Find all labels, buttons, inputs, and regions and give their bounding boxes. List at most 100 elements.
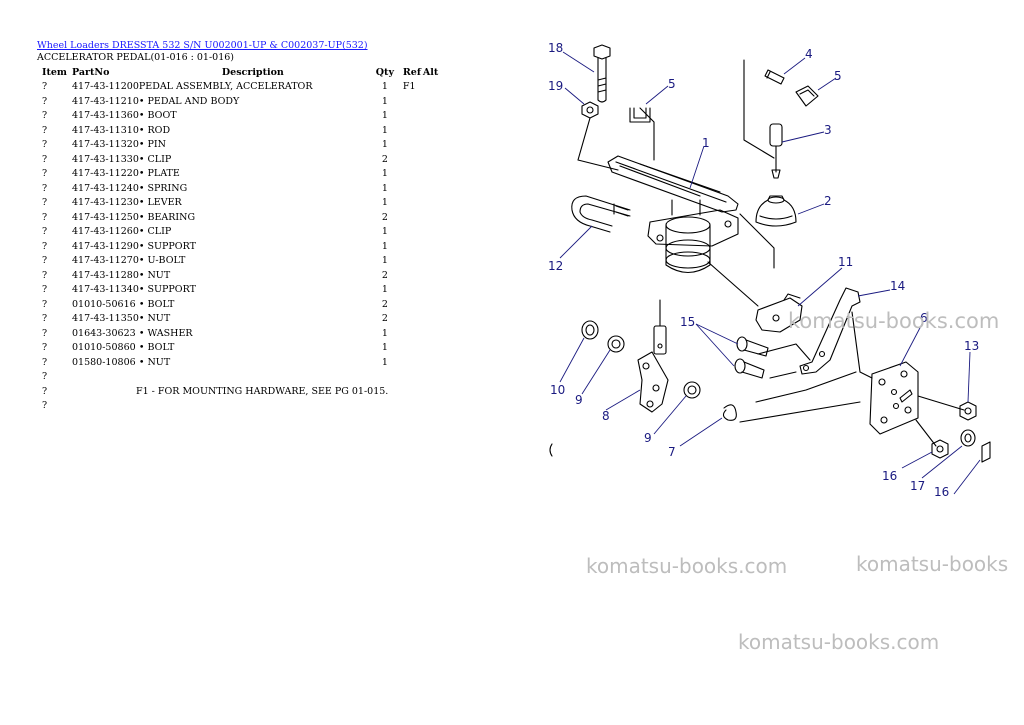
model-link[interactable]: Wheel Loaders DRESSTA 532 S/N U002001-UP… [37,40,368,51]
item-cell: ? [42,153,48,165]
item-cell: ? [42,356,48,368]
item-cell: ? [42,110,48,121]
callout-2: 2 [824,194,832,208]
partno-cell: 417-43-11290 [72,240,139,252]
item-cell: ? [42,385,48,397]
boot-2-icon [755,195,797,227]
item-cell: ? [42,269,48,281]
description-cell: • U-BOLT [138,255,186,266]
table-row: ? [37,370,443,385]
washer-17-icon [960,429,976,447]
qty-cell: 1 [381,240,388,252]
nut-16-icon [931,439,949,459]
clip-5-icon [629,107,651,123]
watermark-1: komatsu-books.com [788,309,1000,333]
watermark-2: komatsu-books.com [586,554,788,578]
model-link-serial[interactable]: 532 S/N U002001-UP & C002037-UP(532) [162,40,368,51]
item-cell: ? [42,211,48,223]
qty-cell: 1 [381,255,388,266]
partno-cell: 417-43-11250 [72,211,139,223]
description-cell: • NUT [138,269,171,281]
qty-cell: 2 [381,211,388,223]
col-qty: Qty [375,67,394,78]
description-cell: • CLIP [138,153,172,165]
item-cell: ? [42,313,48,324]
qty-cell: 2 [381,269,388,281]
item-cell: ? [42,298,48,310]
partno-cell: 01010-50616 [72,298,136,310]
col-alt: Alt [422,67,439,78]
nut-13-icon [959,401,977,421]
support-11-icon [755,293,803,333]
u-bolt-12-icon [571,195,631,233]
partno-cell: 417-43-11230 [72,197,139,208]
callout-12: 12 [548,259,563,273]
qty-cell: 1 [381,342,388,353]
partno-cell: 417-43-11220 [72,168,139,179]
qty-cell: 1 [381,182,388,194]
description-cell: • NUT [138,313,171,324]
callout-1: 1 [702,136,710,150]
callout-9: 9 [575,393,583,407]
qty-cell: 1 [381,168,388,179]
description-cell: PEDAL ASSEMBLY, ACCELERATOR [138,81,313,92]
callout-3: 3 [824,123,832,137]
item-cell: ? [42,226,48,237]
callout-15: 15 [680,315,695,329]
qty-cell: 2 [381,298,388,310]
lever-8-icon [637,325,669,413]
item-cell: ? [42,284,48,295]
item-cell: ? [42,197,48,208]
spring-7-icon [722,404,737,421]
plate-6-icon [859,361,919,435]
callout-16: 16 [882,469,897,483]
description-cell: • PEDAL AND BODY [138,95,240,107]
partno-cell: 417-43-11340 [72,284,139,295]
col-ref: Ref [402,67,421,78]
partno-cell: 01643-30623 [72,327,136,339]
callout-10: 10 [550,383,565,397]
support-14-icon [799,287,861,375]
description-cell: • SUPPORT [138,284,196,295]
qty-cell: 1 [381,110,388,121]
item-cell: ? [42,95,48,107]
qty-cell: 1 [381,327,388,339]
model-link-name[interactable]: Wheel Loaders DRESSTA [37,40,160,51]
col-description: Description [221,67,284,78]
item-cell: ? [42,400,48,411]
clip-9-icon [607,335,625,353]
qty-cell: 1 [381,356,388,368]
description-cell: • SPRING [138,182,188,194]
description-cell: • BOLT [138,298,175,310]
ref-cell: F1 [402,81,416,92]
watermark-4: komatsu-books.com [738,630,940,654]
partno-cell: 417-43-11330 [72,153,139,165]
table-row: ? 417-43-11280• NUT 2 [37,269,443,284]
description-cell: • PIN [138,139,166,150]
clip-9b-icon [683,381,701,399]
col-item: Item [42,67,67,78]
description-cell: • NUT [138,356,171,368]
qty-cell: 2 [381,313,388,324]
description-cell: • WASHER [138,327,193,339]
partno-cell: 417-43-11280 [72,269,139,281]
callout-5b: 5 [834,69,842,83]
note-cell: F1 - FOR MOUNTING HARDWARE, SEE PG 01-01… [136,385,389,397]
qty-cell: 1 [381,81,388,92]
description-cell: • ROD [138,124,171,136]
bolt-18-icon [593,44,611,103]
